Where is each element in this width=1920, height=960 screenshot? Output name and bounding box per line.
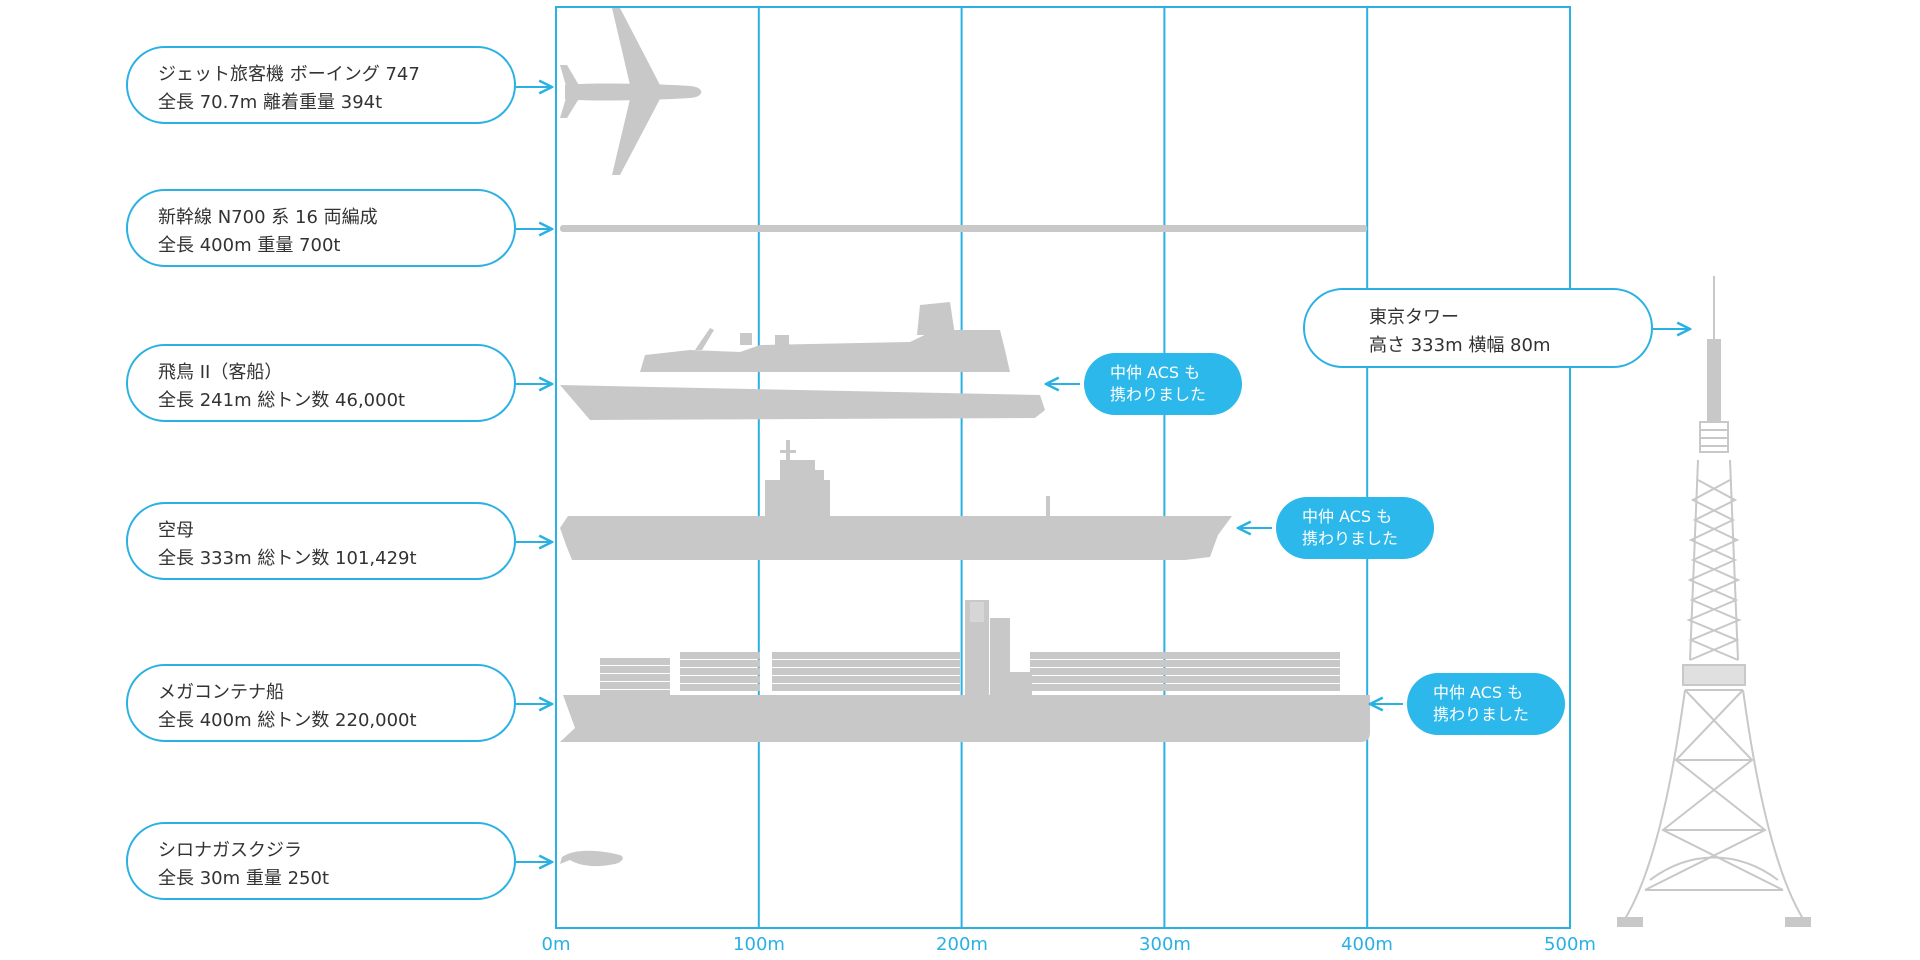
item-specs: 全長 70.7m 離着重量 394t — [158, 92, 383, 113]
badge-line2: 携わりました — [1302, 529, 1399, 548]
airplane-icon — [560, 8, 702, 175]
grid-lines — [757, 7, 1369, 928]
item-specs: 全長 400m 総トン数 220,000t — [158, 710, 417, 731]
container-stack — [600, 674, 670, 681]
label-asuka-ii: 飛鳥 II（客船） 全長 241m 総トン数 46,000t — [126, 344, 516, 422]
silhouettes — [560, 225, 1368, 232]
container-stack — [772, 660, 960, 667]
item-title: ジェット旅客機 ボーイング 747 — [158, 64, 420, 85]
label-aircraft-carrier: 空母全長 333m 総トン数 101,429t — [126, 502, 516, 580]
cruise-ship-icon — [560, 302, 1045, 420]
grid-frame — [555, 6, 1571, 929]
container-stack — [680, 684, 760, 691]
badge-line2: 携わりました — [1110, 385, 1207, 404]
container-stack — [680, 668, 760, 675]
item-title: シロナガスクジラ — [158, 840, 302, 861]
container-ship-icon — [560, 600, 1370, 742]
container-stack — [772, 684, 960, 691]
item-title: 新幹線 N700 系 16 両編成 — [158, 207, 378, 228]
container-stack — [1030, 660, 1180, 667]
container-stack — [600, 658, 670, 665]
label-blue-whale: シロナガスクジラ全長 30m 重量 250t — [126, 822, 516, 900]
item-specs: 全長 241m 総トン数 46,000t — [158, 390, 406, 411]
container-stack — [772, 652, 960, 659]
container-stack — [1180, 652, 1340, 659]
badge-line2: 携わりました — [1433, 705, 1530, 724]
badge-line1: 中仲 ACS も — [1433, 683, 1524, 702]
container-stack — [1180, 668, 1340, 675]
x-tick-label: 400m — [1341, 934, 1393, 955]
container-stack — [1180, 684, 1340, 691]
container-stack — [1030, 676, 1180, 683]
label-boeing-747: ジェット旅客機 ボーイング 747 全長 70.7m 離着重量 394t — [126, 46, 516, 124]
tokyo-tower-icon — [1617, 276, 1811, 927]
container-stack — [772, 668, 960, 675]
label-mega-container-ship: メガコンテナ船全長 400m 総トン数 220,000t — [126, 664, 516, 742]
connector-arrows — [516, 87, 1690, 862]
label-tokyo-tower: 東京タワー高さ 333m 横幅 80m — [1303, 288, 1653, 368]
acs-badge: 中仲 ACS も 携わりました — [1407, 673, 1565, 735]
container-stack — [600, 666, 670, 673]
container-stack — [1180, 660, 1340, 667]
item-specs: 全長 333m 総トン数 101,429t — [158, 548, 417, 569]
x-tick-label: 100m — [733, 934, 785, 955]
container-stack — [680, 676, 760, 683]
x-tick-label: 0m — [541, 934, 571, 955]
x-tick-label: 500m — [1544, 934, 1596, 955]
acs-badge: 中仲 ACS も 携わりました — [1084, 353, 1242, 415]
badge-line1: 中仲 ACS も — [1302, 507, 1393, 526]
container-stack — [1180, 676, 1340, 683]
container-stack — [600, 690, 670, 697]
item-title: 空母 — [158, 520, 194, 541]
container-stack — [1030, 668, 1180, 675]
container-stack — [600, 682, 670, 689]
container-stack — [680, 652, 760, 659]
item-title: メガコンテナ船 — [158, 682, 284, 703]
acs-badge: 中仲 ACS も 携わりました — [1276, 497, 1434, 559]
container-stack — [1030, 684, 1180, 691]
item-specs: 全長 30m 重量 250t — [158, 868, 330, 889]
tower-specs: 高さ 333m 横幅 80m — [1369, 335, 1551, 356]
x-tick-label: 200m — [936, 934, 988, 955]
container-stack — [772, 676, 960, 683]
tower-title: 東京タワー — [1369, 307, 1459, 328]
item-title: 飛鳥 II（客船） — [158, 362, 283, 383]
whale-icon — [560, 850, 623, 867]
item-specs: 全長 400m 重量 700t — [158, 235, 341, 256]
x-tick-label: 300m — [1139, 934, 1191, 955]
aircraft-carrier-icon — [560, 440, 1232, 560]
container-stack — [680, 660, 760, 667]
container-stack — [1030, 652, 1180, 659]
label-shinkansen: 新幹線 N700 系 16 両編成全長 400m 重量 700t — [126, 189, 516, 267]
badge-line1: 中仲 ACS も — [1110, 363, 1201, 382]
train-icon — [560, 225, 1368, 232]
